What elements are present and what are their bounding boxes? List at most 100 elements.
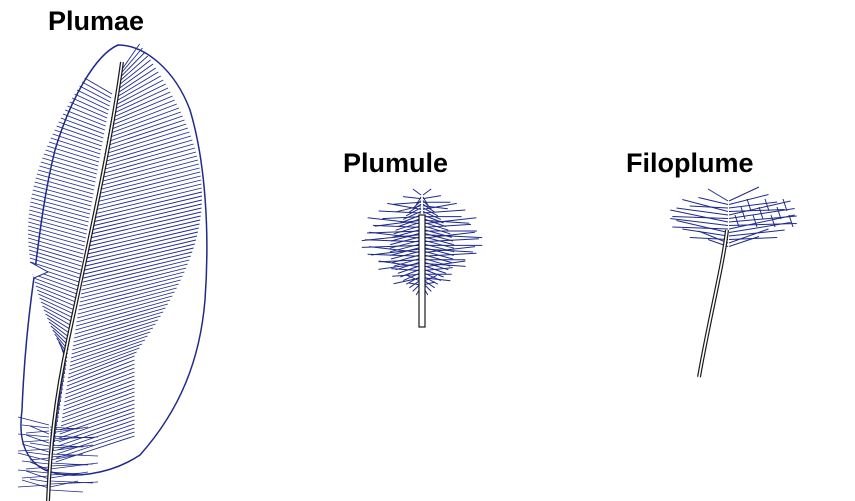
filoplume-barb [672, 217, 728, 219]
plumae-barb [42, 306, 72, 322]
plumae-barb [72, 98, 108, 114]
plumae-barb [31, 198, 90, 214]
filoplume-barb [729, 224, 797, 226]
plumae-barb [44, 310, 72, 326]
filoplume-barbule [741, 207, 745, 219]
filoplume-feather-illustration [665, 185, 810, 385]
plumae-barb [88, 224, 199, 250]
plumae-barb [28, 230, 85, 246]
plumae-barb [99, 160, 198, 186]
plumule-barb [423, 247, 454, 255]
plumae-barb [36, 286, 76, 302]
plumule-barb [390, 247, 421, 255]
plumae-barb [100, 152, 196, 178]
plumae-barb [36, 178, 94, 194]
filoplume-barb [729, 187, 759, 201]
plumae-barb [102, 144, 194, 170]
plumae-barb [99, 156, 197, 182]
plumae-barb [29, 218, 87, 234]
plumae-down-barb [50, 490, 83, 492]
plumae-barb [62, 392, 134, 418]
plumae-barb [47, 146, 99, 162]
plumae-barb [95, 180, 201, 206]
plumule-label: Plumule [343, 150, 448, 177]
plumae-barb [75, 304, 167, 330]
plumae-barb [87, 228, 198, 254]
plumule-barb [423, 233, 453, 241]
plumae-barb [89, 220, 201, 246]
plumae-barb [67, 106, 106, 122]
plumae-barb [37, 174, 94, 190]
plumae-barb [37, 290, 75, 306]
plumae-barb [98, 164, 199, 190]
plumae-barb [57, 126, 103, 142]
plumae-barb [87, 232, 198, 258]
plumae-barb [66, 364, 134, 390]
plumae-down-barb [30, 479, 49, 482]
plumae-barb [90, 212, 201, 238]
plumae-barb [66, 368, 135, 394]
plumae-barb [102, 140, 192, 166]
plumae-barb [79, 280, 181, 306]
filoplume-barb [708, 189, 728, 201]
plumae-down-barb [18, 434, 49, 437]
plumae-down-barb [26, 452, 49, 455]
plumae-barb [65, 110, 105, 126]
plumule-barb [403, 197, 421, 199]
plumae-barb [91, 204, 201, 230]
plumae-barb [74, 312, 163, 338]
plumae-barb [63, 384, 134, 410]
plumule-barb [373, 225, 421, 227]
plumae-barb [64, 380, 135, 406]
plumae-barb [59, 412, 134, 438]
plumae-barb [58, 420, 135, 446]
filoplume-barb [672, 227, 728, 229]
plumule-barb [413, 189, 421, 195]
plumae-barb [77, 296, 173, 322]
plumae-afterfeather [18, 417, 98, 492]
plumae-barb [75, 308, 166, 334]
plumae-barb [77, 292, 174, 318]
filoplume-label: Filoplume [626, 150, 754, 177]
filoplume-barb [690, 238, 728, 240]
plumae-barb [28, 222, 86, 238]
plumae-barb [72, 324, 155, 350]
plumae-barb [35, 182, 93, 198]
plumae-barb [61, 118, 104, 134]
plumae-barb [97, 168, 199, 194]
plumae-barb [70, 102, 107, 118]
plumae-barb [96, 176, 201, 202]
plumae-barb [65, 372, 134, 398]
plumae-barb [97, 172, 201, 198]
plumae-barb [56, 436, 135, 462]
plumule-barb [423, 189, 431, 195]
plumae-barb [75, 94, 109, 110]
filoplume-barbule [765, 199, 769, 211]
plumae-barb [78, 288, 177, 314]
plumae-barb [28, 226, 85, 242]
plumae-down-barb [18, 417, 49, 425]
plumae-barb [94, 188, 202, 214]
plumae-barb [30, 206, 89, 222]
plumae-barb [29, 210, 88, 226]
filoplume-barb [670, 219, 728, 226]
plumae-barb [61, 396, 134, 422]
plumule-feather-illustration [355, 185, 490, 335]
plumae-barb [64, 376, 134, 402]
plumae-barb [38, 170, 95, 186]
plumule-barb [423, 196, 441, 199]
plumae-barb [59, 122, 104, 138]
plumae-barb [101, 148, 195, 174]
plumae-barb [73, 320, 158, 346]
plumae-barb [51, 138, 101, 154]
filoplume-barb [682, 229, 728, 236]
plumae-barb [93, 196, 202, 222]
plumae-barb [61, 400, 135, 426]
plumae-barb [80, 276, 183, 302]
plumae-barb [32, 194, 91, 210]
plumae-barb [78, 284, 178, 310]
plumae-barb [77, 90, 109, 106]
plumae-barb [76, 300, 170, 326]
plumae-barb [60, 404, 134, 430]
plumae-barb [89, 216, 200, 242]
